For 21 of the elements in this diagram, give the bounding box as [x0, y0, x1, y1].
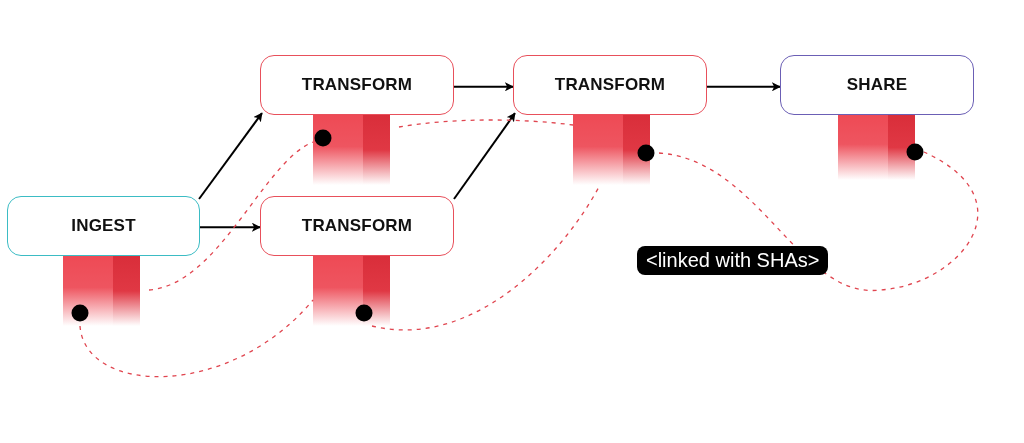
dashed-link [148, 141, 314, 291]
dashed-link [398, 119, 574, 128]
node-label: INGEST [71, 216, 136, 236]
dashed-link [658, 151, 979, 291]
note-tag: <linked with SHAs> [637, 246, 829, 275]
dashed-link [79, 299, 314, 378]
process-box [260, 196, 454, 256]
node-label: TRANSFORM [301, 75, 413, 95]
process-box [780, 55, 974, 115]
process-box [7, 196, 200, 256]
process-box [260, 55, 454, 115]
process-box [513, 55, 707, 115]
arrow [199, 222, 261, 232]
arrow [706, 82, 781, 92]
node-label: SHARE [846, 75, 908, 95]
arrow [198, 112, 263, 200]
node-label: TRANSFORM [301, 216, 413, 236]
node-label: TRANSFORM [554, 75, 666, 95]
arrow [453, 82, 514, 92]
arrow [453, 112, 516, 200]
lineage-ribbon [838, 115, 924, 180]
